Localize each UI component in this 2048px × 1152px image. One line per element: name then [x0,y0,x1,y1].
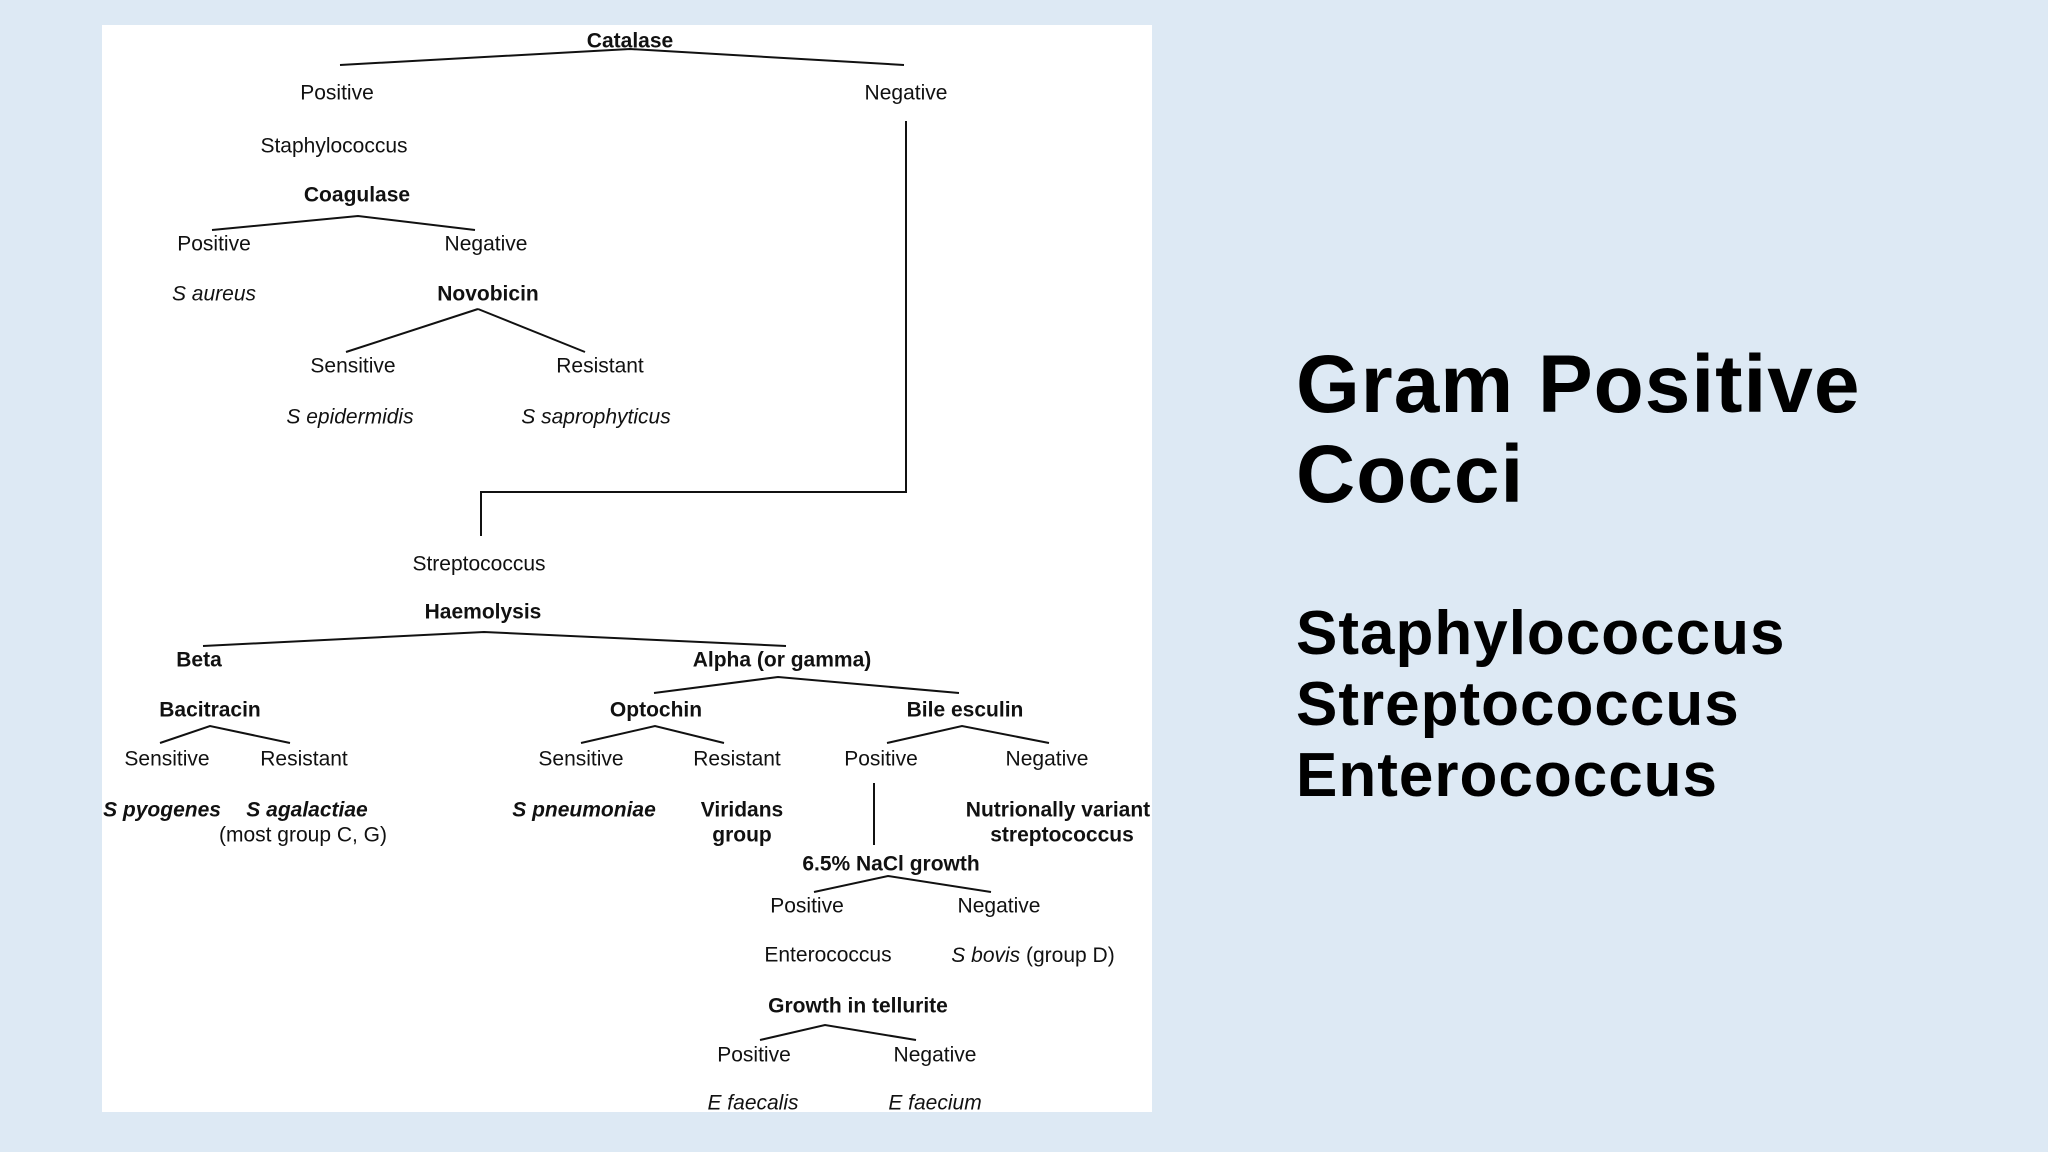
beta-haemolysis: Beta [176,649,222,672]
optochin-sensitive: Sensitive [538,748,623,771]
genus-enterococcus: Enterococcus [1296,741,1719,810]
alpha-branch [653,675,960,694]
negative-to-streptococcus-connector [480,121,907,536]
genus-list: Staphylococcus Streptococcus Enterococcu… [1296,598,2016,811]
bacitracin-branch [159,724,291,744]
tellurite-growth-test: Growth in tellurite [768,995,948,1018]
slide-text-block: Gram Positive Cocci Staphylococcus Strep… [1296,340,2016,811]
novobiocin-test: Novobicin [437,283,539,306]
bacitracin-resistant: Resistant [260,748,348,771]
catalase-positive: Positive [300,82,374,105]
bile-esculin-negative: Negative [1006,748,1089,771]
haemolysis-branch [202,630,787,647]
coagulase-positive: Positive [177,233,251,256]
novobiocin-sensitive: Sensitive [310,355,395,378]
s-epidermidis-species: S epidermidis [286,406,414,429]
tellurite-branch [759,1023,917,1041]
most-group-c-g-note: (most group C, G) [219,824,387,847]
optochin-branch [580,724,725,744]
novobiocin-right-branch [477,308,586,353]
optochin-test: Optochin [610,699,702,722]
nacl-positive: Positive [770,895,844,918]
e-faecalis-species: E faecalis [707,1092,799,1112]
flowchart-panel: Catalase Positive Negative Staphylococcu… [102,25,1152,1112]
tellurite-negative: Negative [894,1044,977,1067]
nacl-branch [813,874,992,893]
gram-positive-cocci-flowchart: Catalase Positive Negative Staphylococcu… [103,30,1150,1112]
catalase-test: Catalase [587,30,673,53]
coagulase-test: Coagulase [304,184,410,207]
optochin-resistant: Resistant [693,748,781,771]
novobiocin-left-branch [345,308,479,353]
slide-title: Gram Positive Cocci [1296,339,1861,520]
genus-streptococcus: Streptococcus [1296,670,1740,739]
tellurite-positive: Positive [717,1044,791,1067]
staphylococcus-genus: Staphylococcus [260,135,407,158]
nutritionally-variant-line1: Nutrionally variant [966,799,1150,822]
connector-lines [159,47,1050,1041]
novobiocin-resistant: Resistant [556,355,644,378]
bacitracin-test: Bacitracin [159,699,261,722]
bile-esculin-branch [886,724,1050,744]
bile-esculin-positive: Positive [844,748,918,771]
viridans-group-line2: group [712,824,771,847]
bile-esculin-test: Bile esculin [907,699,1024,722]
s-bovis-species: S bovis (group D) [951,944,1114,967]
s-saprophyticus-species: S saprophyticus [521,406,671,429]
enterococcus-genus: Enterococcus [764,944,891,967]
catalase-negative: Negative [865,82,948,105]
coagulase-negative: Negative [445,233,528,256]
catalase-branch [339,47,905,66]
coagulase-branch [211,214,476,231]
s-pyogenes-species: S pyogenes [103,799,221,822]
nutritionally-variant-line2: streptococcus [990,824,1134,847]
nacl-negative: Negative [958,895,1041,918]
bacitracin-sensitive: Sensitive [124,748,209,771]
s-pneumoniae-species: S pneumoniae [512,799,656,822]
s-aureus-species: S aureus [172,283,257,306]
genus-staphylococcus: Staphylococcus [1296,599,1786,668]
viridans-group-line1: Viridans [701,799,783,822]
haemolysis-test: Haemolysis [425,601,542,624]
alpha-gamma-haemolysis: Alpha (or gamma) [693,649,872,672]
e-faecium-species: E faecium [888,1092,981,1112]
s-agalactiae-species: S agalactiae [246,799,368,822]
nacl-growth-test: 6.5% NaCl growth [802,853,979,876]
streptococcus-genus: Streptococcus [412,553,545,576]
